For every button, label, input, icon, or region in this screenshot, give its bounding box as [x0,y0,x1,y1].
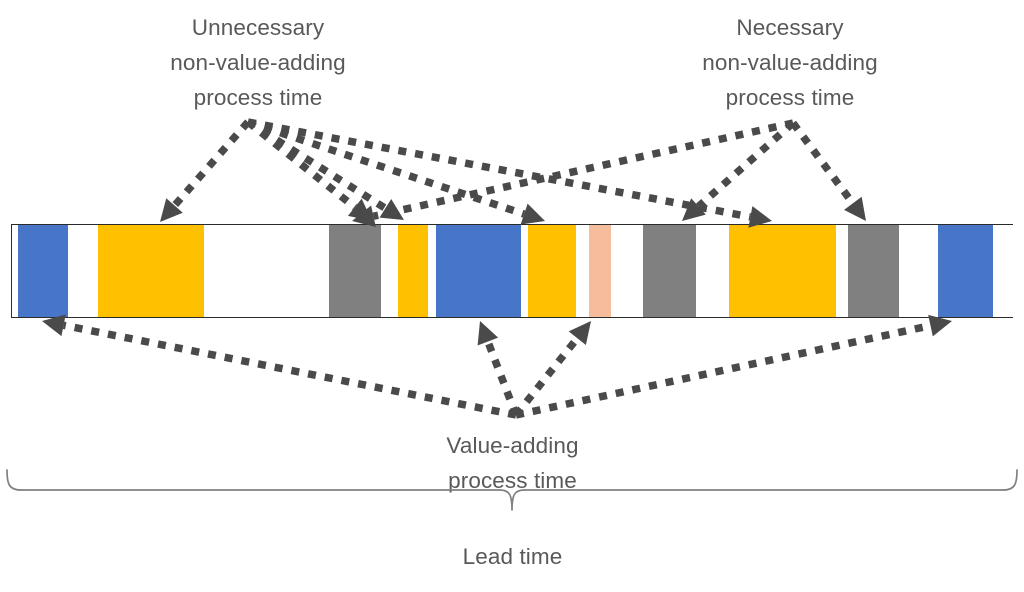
timeline-segment-wait-1 [12,225,18,317]
timeline-segment-wait-9 [696,225,729,317]
necessary-connector-2 [789,120,856,206]
value-adding-connector-3 [515,321,932,419]
value-adding-connector-2 [513,335,581,418]
unnecessary-connector-0 [171,119,251,208]
timeline-segment-wait-3 [204,225,329,317]
timeline-segment-rework-1 [589,225,611,317]
necessary-connector-0 [372,119,794,220]
value-adding-connector-1 [484,340,520,417]
timeline-segment-wait-8 [611,225,643,317]
timeline-segment-value-3 [938,225,993,317]
unnecessary-arrowhead-0 [160,198,183,222]
timeline-segment-necessary-1 [329,225,381,317]
value-adding-arrowhead-3 [928,314,952,337]
timeline-segment-wait-6 [521,225,528,317]
timeline-segment-wait-7 [576,225,589,317]
timeline-segment-necessary-3 [848,225,899,317]
timeline-segment-value-2 [436,225,521,317]
timeline-segment-unnecessary-3 [528,225,576,317]
timeline-segment-necessary-2 [643,225,696,317]
value-adding-arrowhead-1 [477,321,499,346]
timeline-segment-wait-11 [899,225,938,317]
timeline-segment-unnecessary-1 [98,225,204,317]
unnecessary-arrowhead-2 [379,198,404,220]
necessary-arrowhead-1 [682,198,706,221]
unnecessary-connector-4 [247,118,752,221]
timeline-segment-wait-5 [428,225,436,317]
label-necessary-non-value-adding: Necessary non-value-adding process time [702,15,878,110]
timeline-segment-unnecessary-2 [398,225,428,317]
timeline-segment-wait-10 [836,225,848,317]
process-timeline-bar [11,224,1014,318]
necessary-arrowhead-2 [844,196,866,221]
unnecessary-connector-3 [246,118,526,218]
unnecessary-arrowhead-1 [347,198,372,221]
unnecessary-arrowhead-3 [520,203,545,225]
label-lead-time: Lead time [462,544,563,569]
value-adding-arrowhead-2 [568,321,591,346]
timeline-segment-wait-12 [993,225,1014,317]
unnecessary-connector-2 [246,118,388,212]
unnecessary-connector-1 [245,119,358,211]
lead-time-bracket [6,469,1018,511]
timeline-segment-value-1 [18,225,68,317]
necessary-connector-1 [696,120,796,210]
timeline-segment-wait-2 [68,225,98,317]
label-value-adding: Value-adding process time [446,433,579,493]
label-unnecessary-non-value-adding: Unnecessary non-value-adding process tim… [170,15,346,110]
value-adding-connector-0 [62,321,517,419]
timeline-segment-wait-4 [381,225,398,317]
timeline-segment-unnecessary-4 [729,225,836,317]
